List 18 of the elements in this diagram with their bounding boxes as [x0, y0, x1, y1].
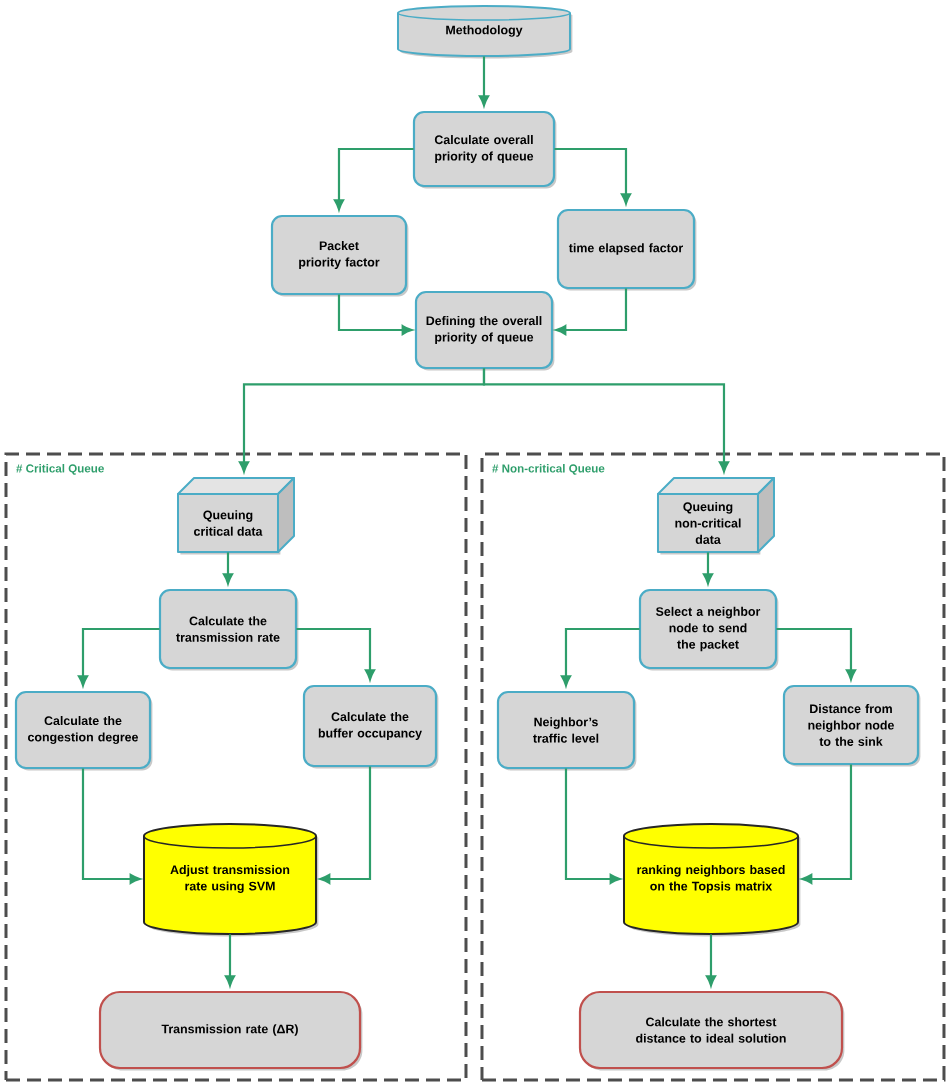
arrow — [333, 147, 414, 211]
arrow — [554, 147, 632, 205]
arrow — [478, 56, 490, 107]
arrow — [482, 368, 730, 473]
arrow — [296, 627, 376, 681]
arrow — [319, 766, 372, 885]
arrow — [705, 934, 717, 987]
arrow — [702, 552, 714, 585]
arrow — [801, 764, 853, 885]
arrow — [224, 934, 236, 987]
arrow — [560, 627, 640, 687]
arrow — [776, 627, 856, 681]
arrow — [555, 288, 628, 336]
arrow — [337, 294, 413, 336]
arrow — [77, 627, 160, 687]
arrow — [81, 768, 141, 885]
arrow — [222, 552, 234, 585]
arrow — [564, 768, 621, 885]
